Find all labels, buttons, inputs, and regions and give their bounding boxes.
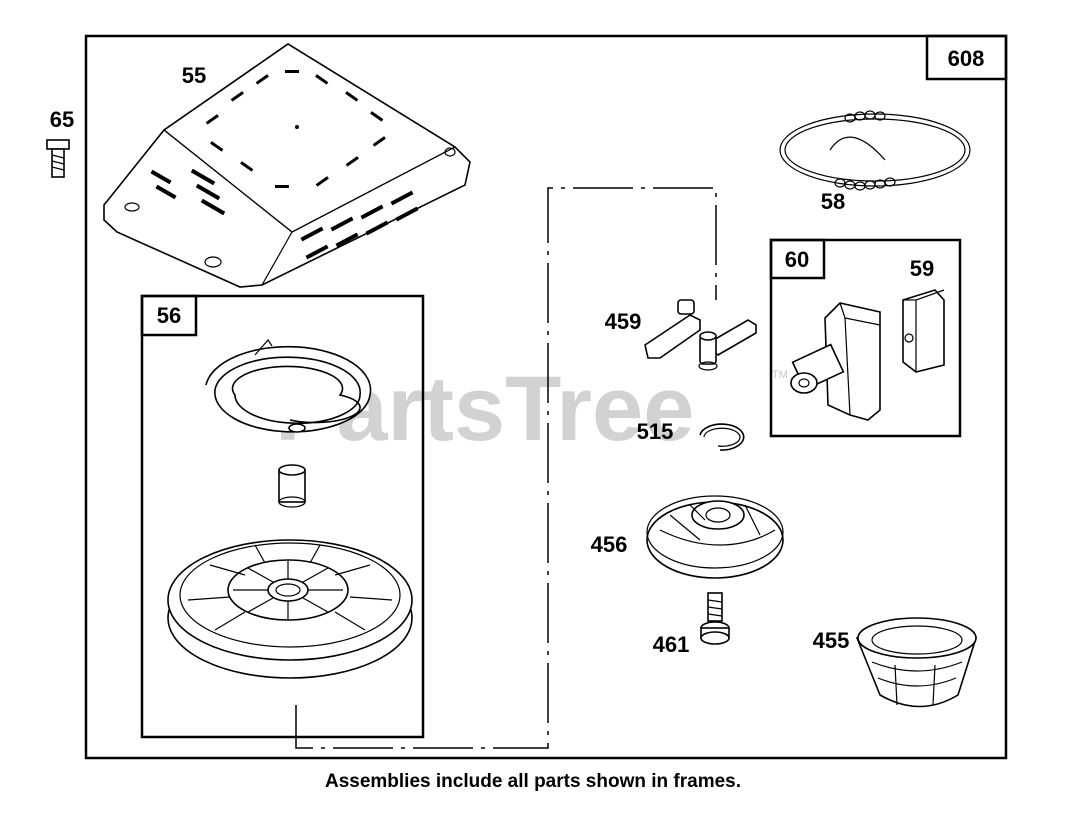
part-label-55: 55 bbox=[182, 63, 206, 88]
part-label-65: 65 bbox=[50, 107, 74, 132]
dog-body-drawing bbox=[790, 302, 881, 421]
part-label-455: 455 bbox=[813, 628, 850, 653]
assembly-leader-line bbox=[295, 187, 717, 749]
retainer-ring-drawing bbox=[699, 423, 745, 451]
part-label-459: 459 bbox=[605, 309, 642, 334]
screw-drawing bbox=[46, 139, 70, 178]
parts-diagram: PartsTree TM 608 56 60 bbox=[46, 34, 1008, 760]
frame-56-label: 56 bbox=[157, 303, 181, 328]
part-label-515: 515 bbox=[637, 419, 674, 444]
pulley-retainer-drawing bbox=[646, 495, 784, 579]
frame-60-label: 60 bbox=[785, 247, 809, 272]
frame-56-label-box bbox=[140, 294, 198, 337]
main-frame-label: 608 bbox=[948, 46, 985, 71]
part-label-461: 461 bbox=[653, 632, 690, 657]
pivot-screw-drawing bbox=[700, 592, 730, 645]
pawl-dog-drawing bbox=[644, 299, 757, 371]
starter-pulley-drawing bbox=[167, 539, 413, 679]
watermark-trademark: TM bbox=[772, 369, 788, 381]
blower-housing-cover-drawing bbox=[103, 43, 471, 288]
main-frame bbox=[84, 34, 1008, 760]
starter-rope-drawing bbox=[779, 110, 971, 191]
part-label-58: 58 bbox=[821, 189, 845, 214]
part-label-59: 59 bbox=[910, 256, 934, 281]
rewind-spring-drawing bbox=[205, 339, 372, 433]
diagram-caption: Assemblies include all parts shown in fr… bbox=[324, 771, 742, 792]
main-frame-label-box bbox=[925, 34, 1008, 81]
frame-56 bbox=[140, 294, 425, 739]
part-label-456: 456 bbox=[591, 532, 628, 557]
bushing-drawing bbox=[278, 464, 306, 508]
starter-cup-drawing bbox=[855, 617, 978, 708]
frame-60 bbox=[769, 238, 962, 438]
frame-60-label-box bbox=[769, 238, 826, 280]
clip-drawing bbox=[902, 289, 945, 373]
